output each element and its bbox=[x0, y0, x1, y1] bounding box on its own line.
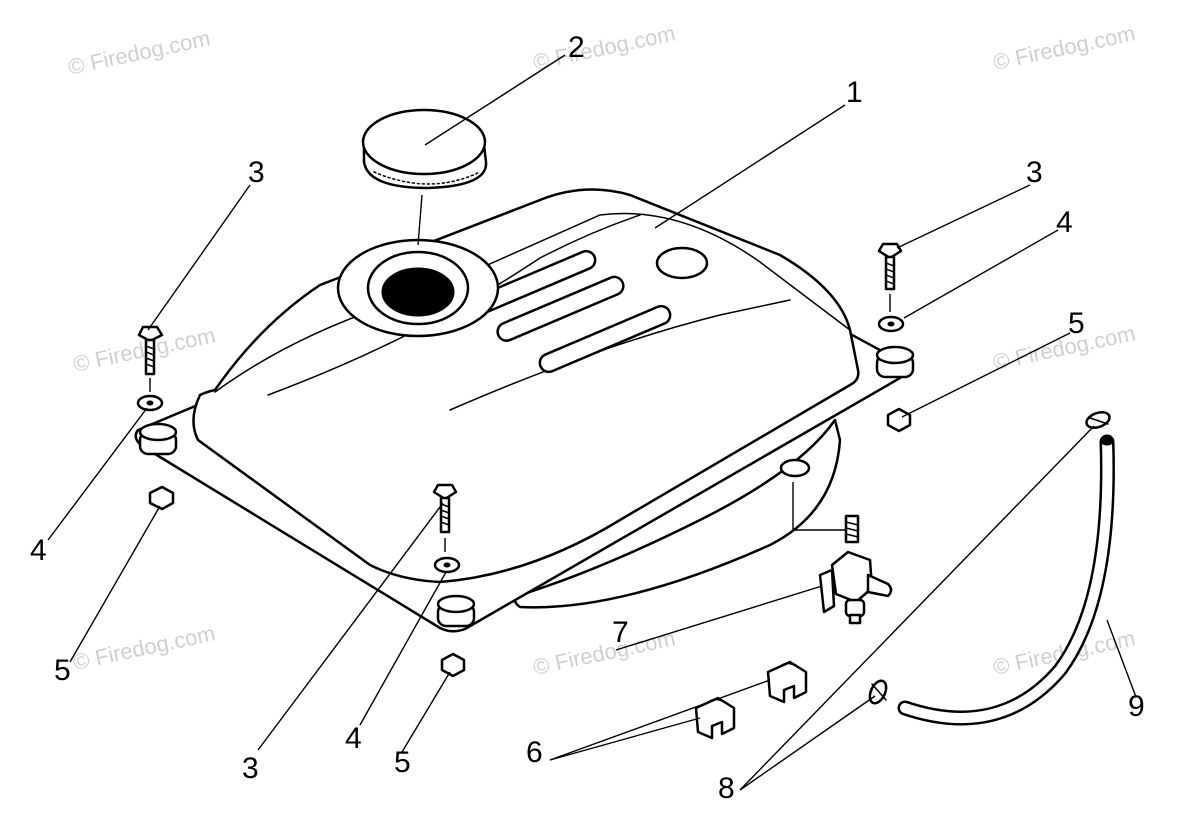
tank-underside bbox=[513, 418, 842, 609]
watermark-text: © Firedog.com bbox=[531, 20, 678, 75]
leader-2 bbox=[424, 54, 566, 146]
nut bbox=[440, 652, 466, 678]
clip-body bbox=[694, 696, 736, 740]
nut bbox=[148, 485, 175, 511]
bolt-head bbox=[137, 325, 164, 343]
leader-4-center bbox=[359, 571, 447, 726]
tank-disc bbox=[655, 246, 709, 280]
bolt-thread bbox=[440, 503, 450, 526]
callout-numbers: 2 1 3 3 4 5 4 5 7 9 4 6 3 5 8 bbox=[30, 31, 1145, 805]
filler-opening bbox=[381, 267, 455, 317]
hose-clamp bbox=[1085, 410, 1111, 430]
watermark-text: © Firedog.com bbox=[991, 20, 1138, 75]
fuel-hose bbox=[897, 434, 1115, 726]
bolt-left bbox=[137, 325, 164, 376]
callout-nut-right: 5 bbox=[1068, 307, 1085, 340]
callout-washer-right: 4 bbox=[1056, 206, 1073, 239]
cap-alignment-line bbox=[417, 194, 423, 246]
valve-bowl bbox=[844, 598, 866, 618]
clip bbox=[694, 696, 736, 740]
bolt-right bbox=[877, 242, 903, 291]
washer bbox=[136, 394, 164, 412]
leader-5-left bbox=[69, 505, 161, 663]
valve-lever bbox=[818, 568, 836, 614]
watermark-text: © Firedog.com bbox=[66, 25, 213, 80]
callout-nut-center: 5 bbox=[394, 746, 411, 779]
valve-drain bbox=[848, 613, 862, 625]
bolt-center bbox=[432, 483, 458, 534]
grommet bbox=[875, 345, 915, 379]
callout-bolt-right: 3 bbox=[1026, 156, 1043, 189]
bolt-shank bbox=[144, 338, 156, 376]
tank-crease-line bbox=[267, 214, 641, 396]
valve-inlet-thread bbox=[845, 521, 859, 538]
leader-lines bbox=[47, 54, 1137, 791]
callout-fuel-tank: 1 bbox=[846, 76, 863, 109]
leader-4-right bbox=[903, 229, 1059, 319]
callout-bolt-center: 3 bbox=[242, 752, 259, 785]
fuel-cap-top bbox=[361, 108, 487, 176]
nuts bbox=[148, 407, 912, 678]
bolt-shank bbox=[884, 255, 896, 291]
watermark-text: © Firedog.com bbox=[991, 320, 1138, 375]
tank-rib bbox=[496, 275, 625, 342]
callout-fuel-hose: 9 bbox=[1128, 690, 1145, 723]
leader-3-center bbox=[257, 502, 444, 751]
leader-3-right bbox=[896, 184, 1031, 249]
hose-clamp bbox=[868, 679, 888, 705]
bolt-thread bbox=[145, 345, 155, 368]
nut bbox=[886, 407, 912, 433]
fuel-valve bbox=[818, 514, 893, 625]
fuel-tank bbox=[134, 188, 906, 633]
leader-4-left bbox=[47, 407, 148, 541]
callout-clip: 6 bbox=[526, 736, 543, 769]
leader-6b bbox=[549, 717, 701, 761]
bolt-head bbox=[432, 483, 458, 501]
leader-8a bbox=[739, 425, 1095, 791]
leader-7 bbox=[615, 585, 823, 651]
grommet bbox=[138, 422, 178, 456]
leader-1 bbox=[654, 104, 846, 229]
valve-outlet bbox=[866, 573, 893, 598]
callout-hose-clamp: 8 bbox=[718, 772, 735, 805]
outlet-boss bbox=[779, 458, 811, 478]
leader-5-center bbox=[401, 671, 451, 753]
leader-6a bbox=[549, 679, 771, 761]
watermark-text: © Firedog.com bbox=[531, 625, 678, 680]
valve-body bbox=[830, 550, 874, 604]
bolt-shank bbox=[439, 496, 451, 534]
bolt-head bbox=[877, 242, 903, 260]
tank-rib bbox=[538, 304, 672, 374]
washers bbox=[136, 315, 905, 574]
callout-bolt-left: 3 bbox=[248, 156, 265, 189]
callout-fuel-valve: 7 bbox=[612, 616, 629, 649]
callout-nut-left: 5 bbox=[54, 654, 71, 687]
fuel-cap bbox=[361, 108, 488, 246]
bolt-thread bbox=[885, 262, 895, 285]
clamp-tab bbox=[1089, 417, 1109, 425]
callout-washer-center: 4 bbox=[345, 722, 362, 755]
fuel-cap-knurl bbox=[373, 171, 481, 185]
callout-fuel-cap: 2 bbox=[568, 31, 585, 64]
grommets bbox=[138, 345, 915, 628]
leader-3-left bbox=[147, 184, 251, 331]
leader-8b bbox=[739, 695, 876, 791]
clip bbox=[766, 660, 808, 704]
clamp-tab bbox=[871, 683, 887, 701]
grommet bbox=[436, 594, 476, 628]
clip-body bbox=[766, 660, 808, 704]
washer bbox=[877, 315, 905, 333]
callout-washer-left: 4 bbox=[30, 534, 47, 567]
leader-9 bbox=[1106, 619, 1137, 698]
clip-loop bbox=[777, 662, 797, 669]
leader-5-right bbox=[901, 332, 1071, 418]
hose-end bbox=[1100, 436, 1114, 446]
washer bbox=[433, 556, 461, 574]
watermark-text: © Firedog.com bbox=[71, 620, 218, 675]
